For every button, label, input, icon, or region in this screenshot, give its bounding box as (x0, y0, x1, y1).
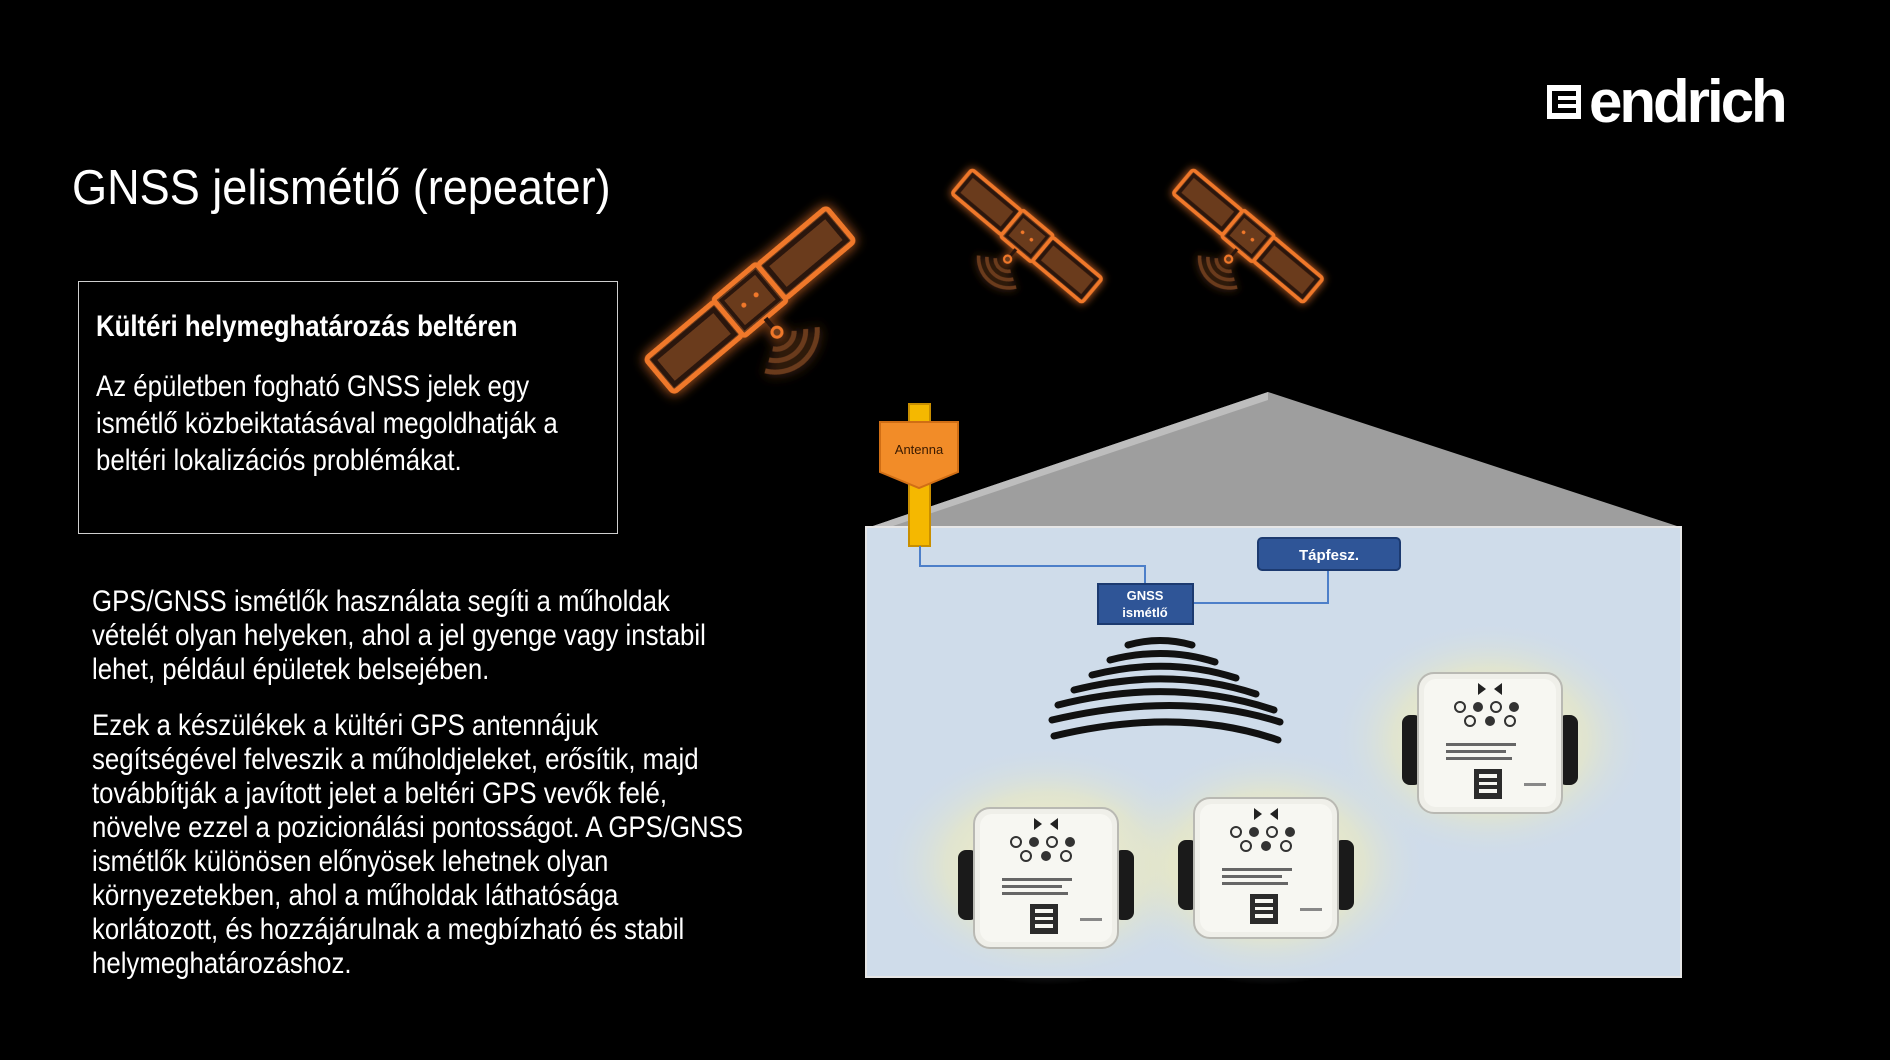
logo-mark-icon (1547, 85, 1581, 119)
power-supply-box: Tápfesz. (1257, 537, 1401, 571)
gps-receiver-device-2 (1177, 797, 1355, 939)
satellite-icon-middle (924, 168, 1103, 335)
gnss-repeater-box: GNSS ismétlő (1097, 583, 1194, 625)
antenna-icon: Antenna (879, 403, 959, 547)
gps-receiver-device-3 (1401, 672, 1579, 814)
paragraph-1: GPS/GNSS ismétlők használata segíti a mű… (92, 585, 706, 686)
page-title: GNSS jelismétlő (repeater) (72, 161, 611, 215)
signal-waves-icon (1048, 637, 1284, 744)
repeater-label-line2: ismétlő (1122, 605, 1168, 620)
power-supply-label: Tápfesz. (1299, 547, 1359, 564)
endrich-logo: endrich (1547, 68, 1788, 135)
building-roof (870, 392, 1680, 527)
repeater-label-line1: GNSS (1127, 588, 1164, 603)
antenna-label: Antenna (895, 442, 944, 457)
satellite-icon-right (1145, 168, 1324, 335)
paragraph-2: Ezek a készülékek a kültéri GPS antennáj… (92, 709, 744, 980)
satellite-icon-large (644, 206, 892, 438)
gps-receiver-device-1 (957, 807, 1135, 949)
logo-text: endrich (1589, 68, 1788, 135)
info-box (78, 281, 618, 534)
info-box-text: Az épületben fogható GNSS jelek egy ismé… (96, 370, 558, 477)
info-box-heading: Kültéri helymeghatározás beltéren (96, 310, 518, 343)
